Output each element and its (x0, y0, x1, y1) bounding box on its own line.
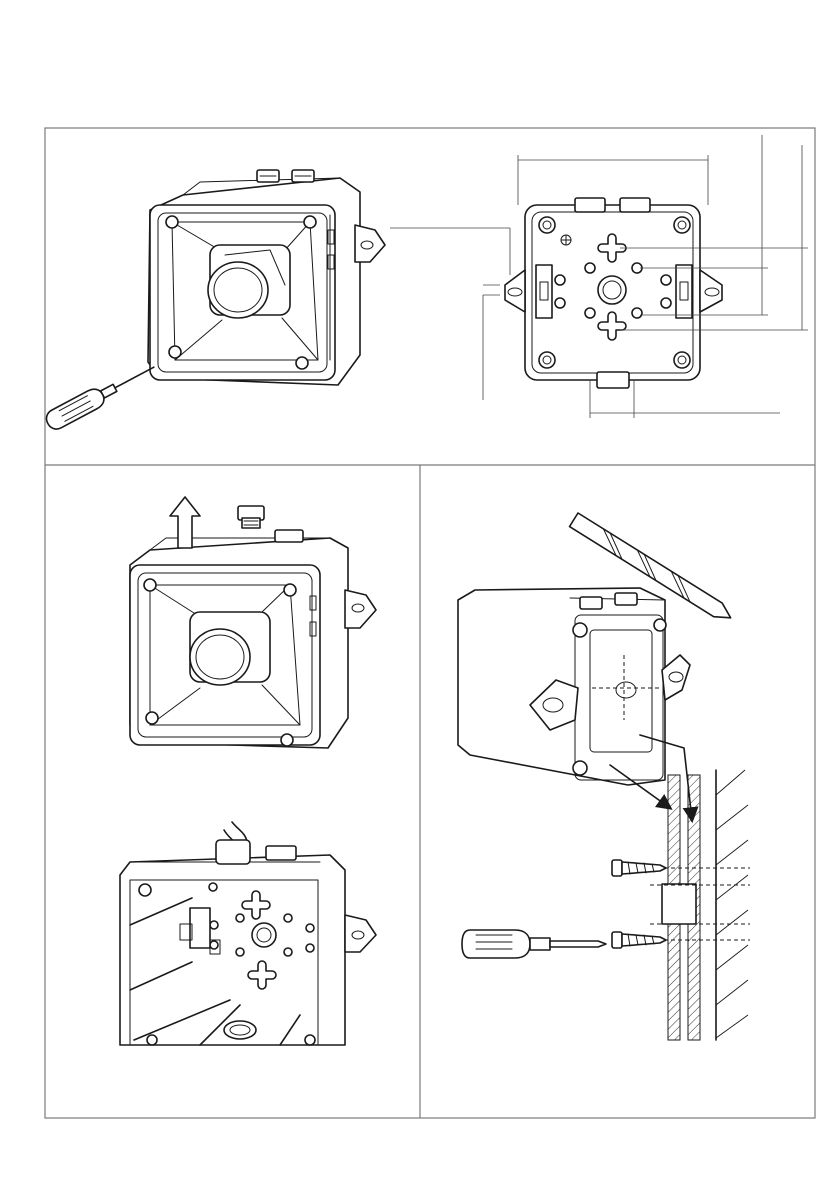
panel-top-back-view (390, 135, 808, 418)
mounting-ear (355, 225, 385, 262)
corner-screw-icon (166, 216, 178, 228)
arrow-up-icon (170, 497, 200, 548)
cable-gland-icon (620, 198, 650, 212)
corner-screw-icon (296, 357, 308, 369)
mounting-clip (662, 655, 690, 700)
panel-bottom-left-lower (120, 822, 376, 1045)
panel-bottom-right (458, 513, 750, 1040)
mounting-ear (345, 915, 376, 952)
cable-gland-icon (580, 597, 602, 609)
panel-top-enclosure-front (148, 170, 385, 385)
push-button (190, 612, 270, 685)
corner-screw-icon (304, 216, 316, 228)
mounting-ear (345, 590, 376, 628)
screwdriver-icon (462, 930, 606, 958)
cable-gland-icon (266, 846, 296, 860)
screwdriver-icon (43, 358, 158, 432)
top-cable-gland-2 (292, 170, 314, 182)
cable-gland-icon (216, 840, 250, 864)
corner-screw-icon (169, 346, 181, 358)
cable-gland-icon (597, 372, 629, 388)
panel-bottom-left-upper (130, 497, 376, 748)
cable-gland-icon (615, 593, 637, 605)
top-cable-gland-1 (257, 170, 279, 182)
cable-gland-icon (575, 198, 605, 212)
spacer-block (662, 884, 696, 924)
screw-icon (612, 932, 666, 948)
push-button (208, 245, 290, 318)
wall-hatching (716, 770, 748, 1038)
screw-icon (612, 860, 666, 876)
cable-gland-icon (238, 506, 264, 528)
